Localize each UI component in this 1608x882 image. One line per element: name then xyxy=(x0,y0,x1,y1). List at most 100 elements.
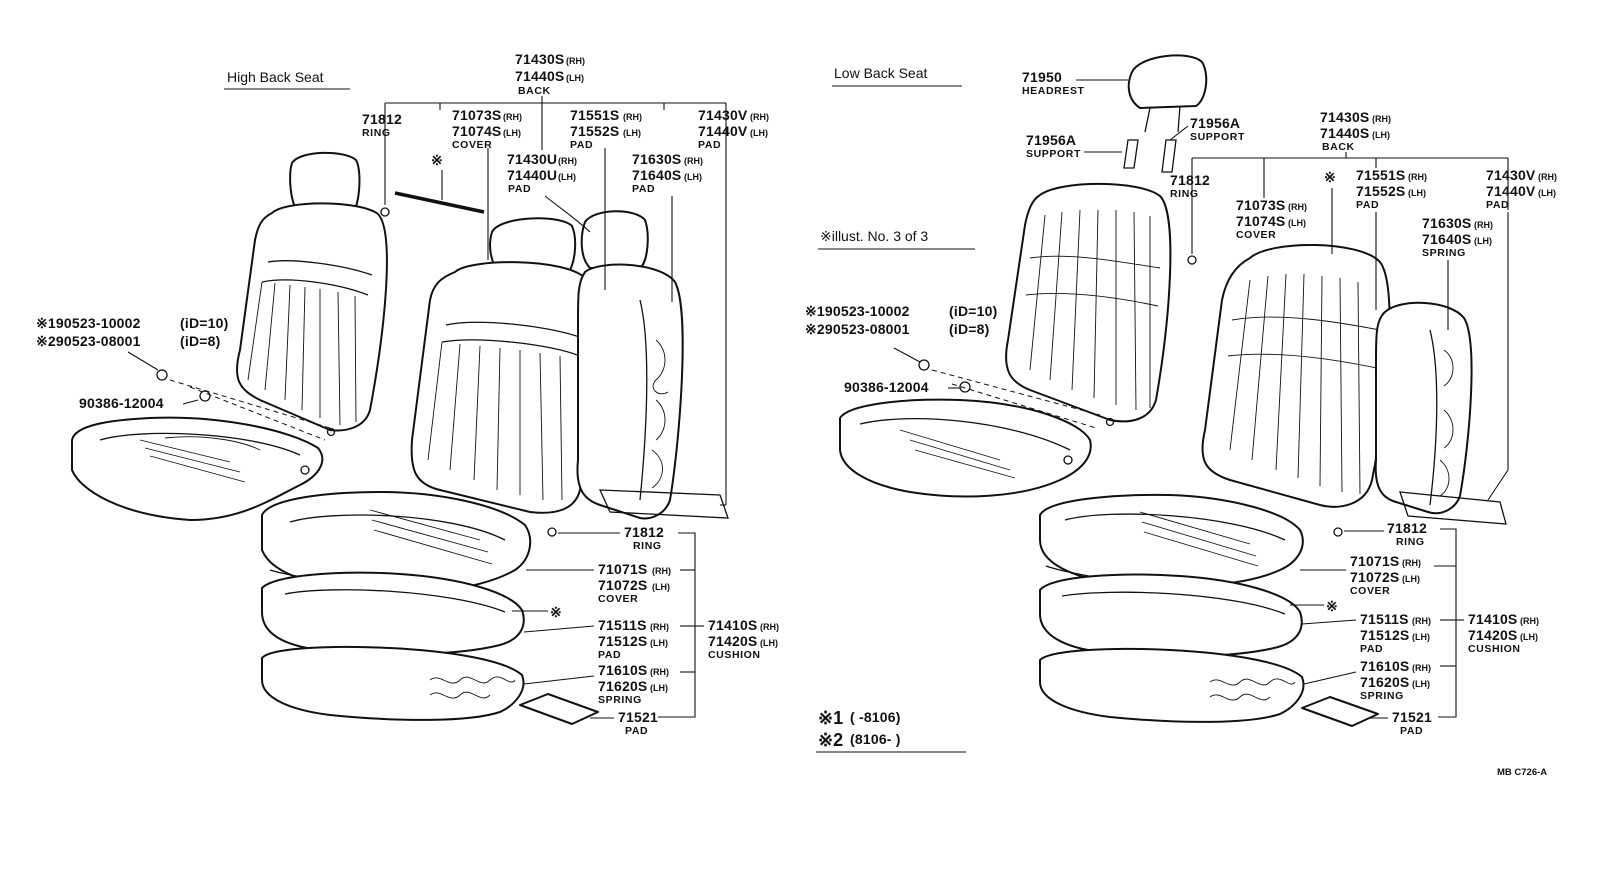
svg-text:COVER: COVER xyxy=(452,139,492,151)
svg-text:PAD: PAD xyxy=(1360,643,1383,655)
svg-text:SUPPORT: SUPPORT xyxy=(1190,131,1245,143)
svg-text:71610S: 71610S xyxy=(1360,658,1409,674)
svg-text:(iD=10): (iD=10) xyxy=(180,315,228,331)
low-label-bolt2: ※290523-08001 (iD=8) xyxy=(805,321,989,337)
high-cushion-ring-icon xyxy=(547,527,557,537)
svg-text:(RH): (RH) xyxy=(750,112,769,122)
svg-text:71074S: 71074S xyxy=(1236,213,1285,229)
svg-text:※290523-08001: ※290523-08001 xyxy=(36,333,141,349)
svg-text:(LH): (LH) xyxy=(652,582,670,592)
svg-text:※190523-10002: ※190523-10002 xyxy=(36,315,141,331)
svg-text:71072S: 71072S xyxy=(598,577,647,593)
svg-text:71552S: 71552S xyxy=(570,123,619,139)
svg-text:71430S: 71430S xyxy=(1320,109,1369,125)
svg-text:※2: ※2 xyxy=(818,730,843,750)
svg-text:(LH): (LH) xyxy=(650,638,668,648)
low-label-cushion-set: 71410S(RH) 71420S(LH) CUSHION xyxy=(1468,611,1539,655)
svg-text:71071S: 71071S xyxy=(598,561,647,577)
svg-text:(RH): (RH) xyxy=(1412,663,1431,673)
svg-text:PAD: PAD xyxy=(1356,199,1379,211)
svg-text:(LH): (LH) xyxy=(1372,130,1390,140)
svg-text:(RH): (RH) xyxy=(1372,114,1391,124)
svg-text:71812: 71812 xyxy=(362,111,402,127)
low-small-pad xyxy=(1301,696,1379,727)
svg-text:71511S: 71511S xyxy=(1360,611,1409,627)
low-label-support-l: 71956A SUPPORT xyxy=(1026,132,1081,160)
svg-text:(RH): (RH) xyxy=(1402,558,1421,568)
svg-text:(RH): (RH) xyxy=(1412,616,1431,626)
svg-text:(8106- ): (8106- ) xyxy=(850,731,901,747)
low-label-clip: 90386-12004 xyxy=(844,379,929,395)
high-label-ring-top: 71812 RING xyxy=(362,111,402,139)
svg-text:71551S: 71551S xyxy=(1356,167,1405,183)
svg-text:71812: 71812 xyxy=(624,524,664,540)
svg-text:71440V: 71440V xyxy=(698,123,748,139)
svg-text:CUSHION: CUSHION xyxy=(708,649,761,661)
svg-text:(RH): (RH) xyxy=(1520,616,1539,626)
svg-text:71512S: 71512S xyxy=(598,633,647,649)
low-labels: 71950 HEADREST 71956A SUPPORT 71956A SUP… xyxy=(805,69,1557,737)
svg-text:(LH): (LH) xyxy=(750,128,768,138)
svg-text:(LH): (LH) xyxy=(1520,632,1538,642)
svg-text:HEADREST: HEADREST xyxy=(1022,85,1085,97)
svg-text:SPRING: SPRING xyxy=(1422,247,1466,259)
svg-text:71071S: 71071S xyxy=(1350,553,1399,569)
low-label-back-pad-s: 71551S(RH) 71552S(LH) PAD xyxy=(1356,167,1427,211)
high-back-title: High Back Seat xyxy=(224,69,350,90)
high-label-cushion-set: 71410S(RH) 71420S(LH) CUSHION xyxy=(708,617,779,661)
low-label-back-spring: 71630S(RH) 71640S(LH) SPRING xyxy=(1422,215,1493,259)
low-back-pad-frame xyxy=(1374,301,1507,525)
svg-text:71440V: 71440V xyxy=(1486,183,1536,199)
svg-text:(RH): (RH) xyxy=(1288,202,1307,212)
low-label-support-r: 71956A SUPPORT xyxy=(1190,115,1245,143)
svg-text:(RH): (RH) xyxy=(650,622,669,632)
svg-text:SUPPORT: SUPPORT xyxy=(1026,148,1081,160)
svg-text:(LH): (LH) xyxy=(566,73,584,83)
svg-text:BACK: BACK xyxy=(518,85,551,97)
svg-text:SPRING: SPRING xyxy=(598,694,642,706)
svg-text:PAD: PAD xyxy=(698,139,721,151)
high-assembled-back xyxy=(235,151,388,437)
svg-text:71440S: 71440S xyxy=(515,68,564,84)
svg-text:CUSHION: CUSHION xyxy=(1468,643,1521,655)
low-headrest-supports xyxy=(1123,139,1177,173)
high-label-back-pad-v: 71430V(RH) 71440V(LH) PAD xyxy=(698,107,769,151)
svg-text:※1: ※1 xyxy=(818,708,843,728)
svg-text:BACK: BACK xyxy=(1322,141,1355,153)
svg-text:71630S: 71630S xyxy=(632,151,681,167)
low-back-seat-drawing xyxy=(839,54,1507,727)
high-label-back-pad-630: 71630S(RH) 71640S(LH) PAD xyxy=(632,151,703,195)
svg-text:(RH): (RH) xyxy=(566,56,585,66)
svg-text:(LH): (LH) xyxy=(1402,574,1420,584)
svg-text:High Back Seat: High Back Seat xyxy=(227,69,324,85)
low-label-cushion-pad: 71511S(RH) 71512S(LH) PAD xyxy=(1360,611,1431,655)
high-label-back-pad-s: 71551S(RH) 71552S(LH) PAD xyxy=(570,107,642,151)
svg-text:(LH): (LH) xyxy=(1412,632,1430,642)
svg-text:71812: 71812 xyxy=(1170,172,1210,188)
low-mark-rod: ※ xyxy=(1324,169,1336,185)
svg-text:(LH): (LH) xyxy=(650,683,668,693)
svg-text:COVER: COVER xyxy=(598,593,638,605)
low-label-ring-cushion: 71812 RING xyxy=(1387,520,1427,548)
svg-text:71440U: 71440U xyxy=(507,167,557,183)
svg-text:71956A: 71956A xyxy=(1026,132,1076,148)
svg-text:RING: RING xyxy=(1396,536,1425,548)
low-label-headrest: 71950 HEADREST xyxy=(1022,69,1085,97)
high-label-cushion-cover: 71071S(RH) 71072S(LH) COVER xyxy=(598,561,671,605)
svg-text:90386-12004: 90386-12004 xyxy=(79,395,164,411)
svg-text:71640S: 71640S xyxy=(632,167,681,183)
high-label-clip: 90386-12004 xyxy=(79,395,164,411)
svg-text:PAD: PAD xyxy=(632,183,655,195)
high-label-cushion-spring: 71610S(RH) 71620S(LH) SPRING xyxy=(598,662,669,706)
svg-text:71430S: 71430S xyxy=(515,51,564,67)
svg-text:(LH): (LH) xyxy=(684,172,702,182)
svg-text:(RH): (RH) xyxy=(1538,172,1557,182)
svg-text:(LH): (LH) xyxy=(623,128,641,138)
low-cushion-ring-icon xyxy=(1333,527,1343,537)
high-bolt-icon xyxy=(156,369,168,381)
svg-text:Low Back Seat: Low Back Seat xyxy=(834,65,927,81)
high-back-pad-frame xyxy=(576,210,729,520)
svg-text:(RH): (RH) xyxy=(650,667,669,677)
low-label-back-cover: 71073S(RH) 71074S(LH) COVER xyxy=(1236,197,1307,241)
